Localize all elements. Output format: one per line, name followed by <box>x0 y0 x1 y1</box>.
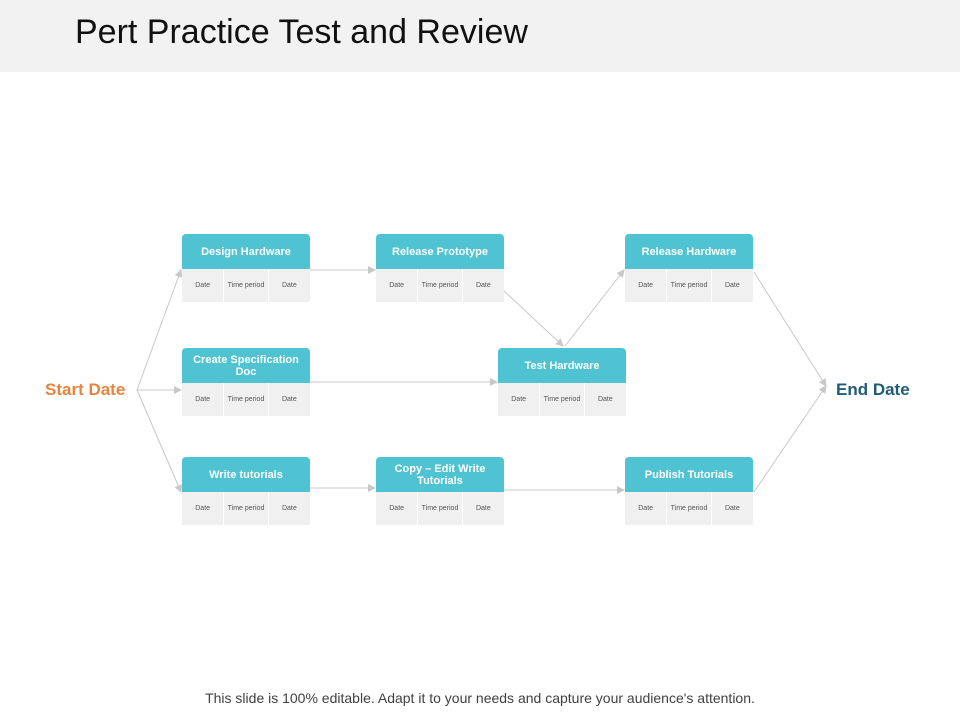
node-release-hardware[interactable]: Release Hardware Date Time period Date <box>625 234 753 302</box>
end-date-cell: Date <box>597 395 613 403</box>
edge-start-design <box>136 269 183 391</box>
start-date-label: Start Date <box>45 380 126 399</box>
node-details: Date Time period Date <box>182 492 310 525</box>
node-details: Date Time period Date <box>376 492 504 525</box>
node-design-hardware[interactable]: Design Hardware Date Time period Date <box>182 234 310 302</box>
node-title: Release Hardware <box>625 234 753 269</box>
edge-test-release-hardware <box>564 269 625 347</box>
node-details: Date Time period Date <box>376 269 504 302</box>
time-period-cell: Time period <box>224 492 269 525</box>
title-bar: Pert Practice Test and Review <box>0 0 960 72</box>
node-details: Date Time period Date <box>182 383 310 416</box>
end-date-cell: Date <box>475 504 491 512</box>
time-period-cell: Time period <box>667 492 712 525</box>
node-details: Date Time period Date <box>625 269 753 302</box>
end-date-cell: Date <box>281 395 297 403</box>
node-details: Date Time period Date <box>182 269 310 302</box>
time-period-cell: Time period <box>418 492 463 525</box>
node-title: Copy – Edit Write Tutorials <box>376 457 504 492</box>
node-details: Date Time period Date <box>625 492 753 525</box>
start-date-cell: Date <box>182 492 225 525</box>
time-period-cell: Time period <box>418 269 463 302</box>
node-details: Date Time period Date <box>498 383 626 416</box>
end-date-cell: Date <box>281 504 297 512</box>
end-date-cell: Date <box>475 281 491 289</box>
node-write-tutorials[interactable]: Write tutorials Date Time period Date <box>182 457 310 525</box>
end-date-cell: Date <box>724 281 740 289</box>
node-release-prototype[interactable]: Release Prototype Date Time period Date <box>376 234 504 302</box>
end-date-cell: Date <box>724 504 740 512</box>
edge-publish-end <box>753 385 827 493</box>
time-period-cell: Time period <box>667 269 712 302</box>
time-period-cell: Time period <box>224 383 269 416</box>
edge-start-write <box>136 389 182 493</box>
node-title: Publish Tutorials <box>625 457 753 492</box>
node-title: Test Hardware <box>498 348 626 383</box>
node-title: Design Hardware <box>182 234 310 269</box>
footer-note: This slide is 100% editable. Adapt it to… <box>205 690 755 706</box>
start-date-cell: Date <box>376 492 419 525</box>
start-date-cell: Date <box>625 492 668 525</box>
edge-release-hardware-end <box>753 271 827 387</box>
node-create-specification-doc[interactable]: Create Specification Doc Date Time perio… <box>182 348 310 416</box>
node-title: Write tutorials <box>182 457 310 492</box>
end-date-cell: Date <box>281 281 297 289</box>
start-date-cell: Date <box>182 383 225 416</box>
slide-title: Pert Practice Test and Review <box>75 13 528 51</box>
edge-release-prototype-test <box>502 289 564 347</box>
start-date-cell: Date <box>376 269 419 302</box>
start-date-cell: Date <box>182 269 225 302</box>
end-date-label: End Date <box>836 380 910 399</box>
node-test-hardware[interactable]: Test Hardware Date Time period Date <box>498 348 626 416</box>
time-period-cell: Time period <box>224 269 269 302</box>
start-date-cell: Date <box>625 269 668 302</box>
node-title: Release Prototype <box>376 234 504 269</box>
node-publish-tutorials[interactable]: Publish Tutorials Date Time period Date <box>625 457 753 525</box>
start-date-cell: Date <box>498 383 541 416</box>
node-copy-edit-write-tutorials[interactable]: Copy – Edit Write Tutorials Date Time pe… <box>376 457 504 525</box>
time-period-cell: Time period <box>540 383 585 416</box>
node-title: Create Specification Doc <box>182 348 310 383</box>
